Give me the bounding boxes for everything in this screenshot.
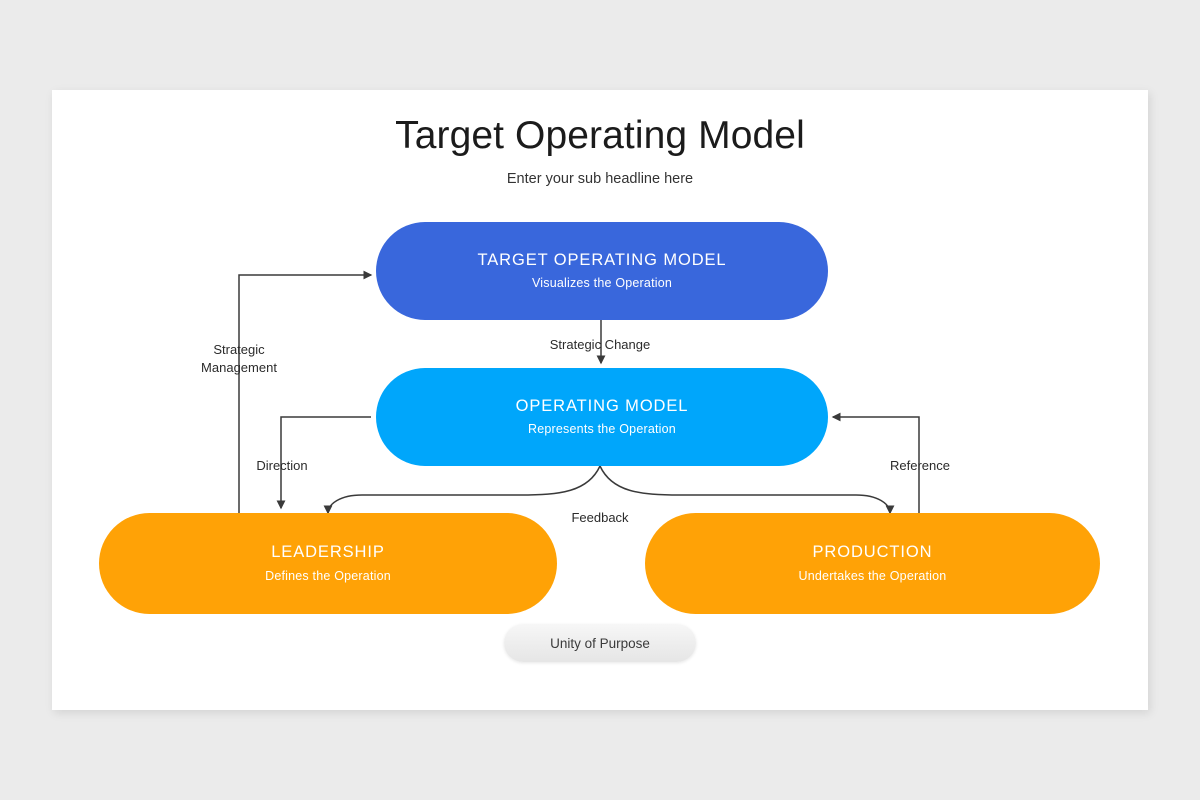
node-production[interactable]: PRODUCTION Undertakes the Operation bbox=[645, 513, 1100, 614]
edge-label-strategic-change: Strategic Change bbox=[549, 337, 651, 352]
edge-label-feedback: Feedback bbox=[571, 510, 629, 525]
node-title: LEADERSHIP bbox=[271, 543, 385, 562]
node-subtitle: Undertakes the Operation bbox=[798, 568, 947, 583]
node-title: TARGET OPERATING MODEL bbox=[477, 250, 727, 269]
edge-label-reference: Reference bbox=[890, 458, 950, 473]
node-leadership[interactable]: LEADERSHIP Defines the Operation bbox=[99, 513, 557, 614]
node-target-operating-model[interactable]: TARGET OPERATING MODEL Visualizes the Op… bbox=[376, 222, 828, 320]
node-subtitle: Defines the Operation bbox=[265, 568, 391, 583]
node-operating-model[interactable]: OPERATING MODEL Represents the Operation bbox=[376, 368, 828, 466]
page-subtitle: Enter your sub headline here bbox=[506, 171, 694, 187]
edge-label-line1: Strategic bbox=[213, 342, 265, 357]
edge-label-direction: Direction bbox=[256, 458, 308, 473]
node-subtitle: Represents the Operation bbox=[528, 422, 676, 437]
unity-of-purpose-pill[interactable]: Unity of Purpose bbox=[504, 624, 696, 662]
node-title: OPERATING MODEL bbox=[515, 396, 689, 415]
node-title: PRODUCTION bbox=[812, 543, 933, 562]
edge-label-strategic-management: Strategic Management bbox=[192, 341, 286, 377]
unity-of-purpose-label: Unity of Purpose bbox=[550, 635, 650, 651]
edge-label-line2: Management bbox=[201, 360, 277, 375]
node-subtitle: Visualizes the Operation bbox=[531, 276, 673, 291]
page-title: Target Operating Model bbox=[395, 114, 805, 157]
